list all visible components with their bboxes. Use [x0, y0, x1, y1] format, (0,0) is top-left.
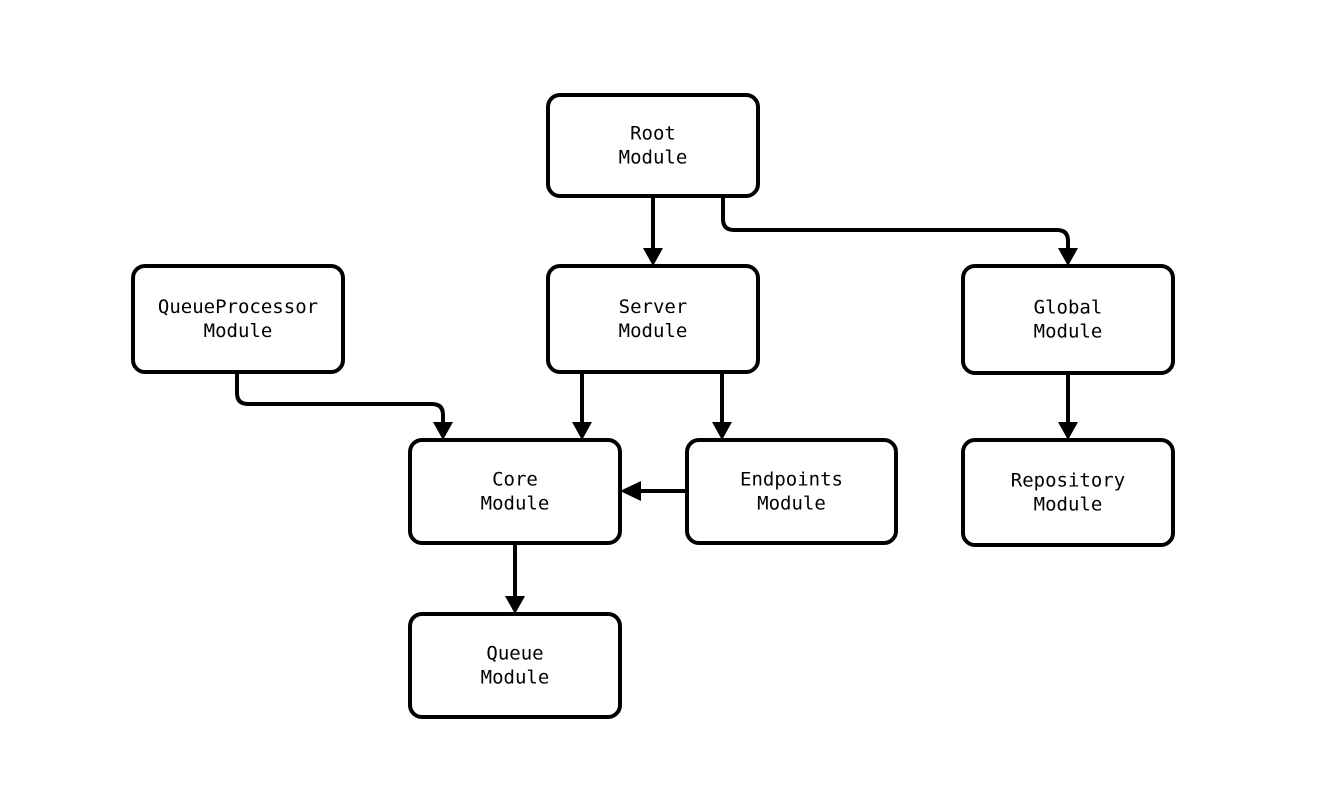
node-box[interactable] [131, 264, 345, 374]
node-label-line2: Module [481, 492, 550, 514]
node-label-line1: Server [619, 296, 688, 318]
node-label-line1: Queue [486, 642, 543, 664]
arrowhead-icon [712, 422, 732, 440]
edge-line [235, 372, 445, 426]
arrowhead-icon [1058, 422, 1078, 440]
arrowhead-icon [433, 422, 453, 440]
edge-server-to-core: Server Module to Core Module [572, 372, 592, 440]
arrowhead-icon [643, 248, 663, 266]
edge-root-to-server: Root Module to Server Module [643, 196, 663, 266]
node-label-line2: Module [757, 492, 826, 514]
node-box[interactable] [685, 438, 898, 545]
arrowhead-icon [620, 481, 641, 501]
arrowhead-icon [572, 422, 592, 440]
arrowhead-icon [1058, 248, 1078, 266]
node-box[interactable] [546, 93, 760, 198]
node-label-line1: Core [492, 468, 538, 490]
node-label-line1: Endpoints [740, 468, 843, 490]
arrowhead-icon [505, 596, 525, 614]
node-label-line2: Module [619, 146, 688, 168]
edge-root-to-global: Root Module to Global Module [721, 196, 1078, 266]
edge-server-to-endpoints: Server Module to Endpoints Module [712, 372, 732, 440]
node-label-line1: Repository [1011, 469, 1125, 491]
edge-core-to-queue: Core Module to Queue Module [505, 543, 525, 614]
node-box[interactable] [408, 612, 622, 719]
node-box[interactable] [961, 264, 1175, 375]
node-label-line2: Module [1034, 320, 1103, 342]
edge-endpoints-to-core: Endpoints Module to Core Module [620, 481, 687, 501]
edge-queueprocessor-to-core: QueueProcessor Module to Core Module [235, 372, 453, 440]
node-label-line2: Module [619, 319, 688, 341]
edges-layer: Root Module to Server Module Root Module … [235, 196, 1078, 614]
node-label-line2: Module [1034, 493, 1103, 515]
node-label-line1: Global [1034, 296, 1103, 318]
node-box[interactable] [546, 264, 760, 374]
node-label-line1: Root [630, 122, 676, 144]
node-label-line2: Module [204, 319, 273, 341]
node-box[interactable] [961, 438, 1175, 547]
node-label-line2: Module [481, 666, 550, 688]
edge-line [721, 196, 1070, 252]
node-label-line1: QueueProcessor [158, 296, 318, 318]
edge-global-to-repository: Global Module to Repository Module [1058, 373, 1078, 440]
node-box[interactable] [408, 438, 622, 545]
